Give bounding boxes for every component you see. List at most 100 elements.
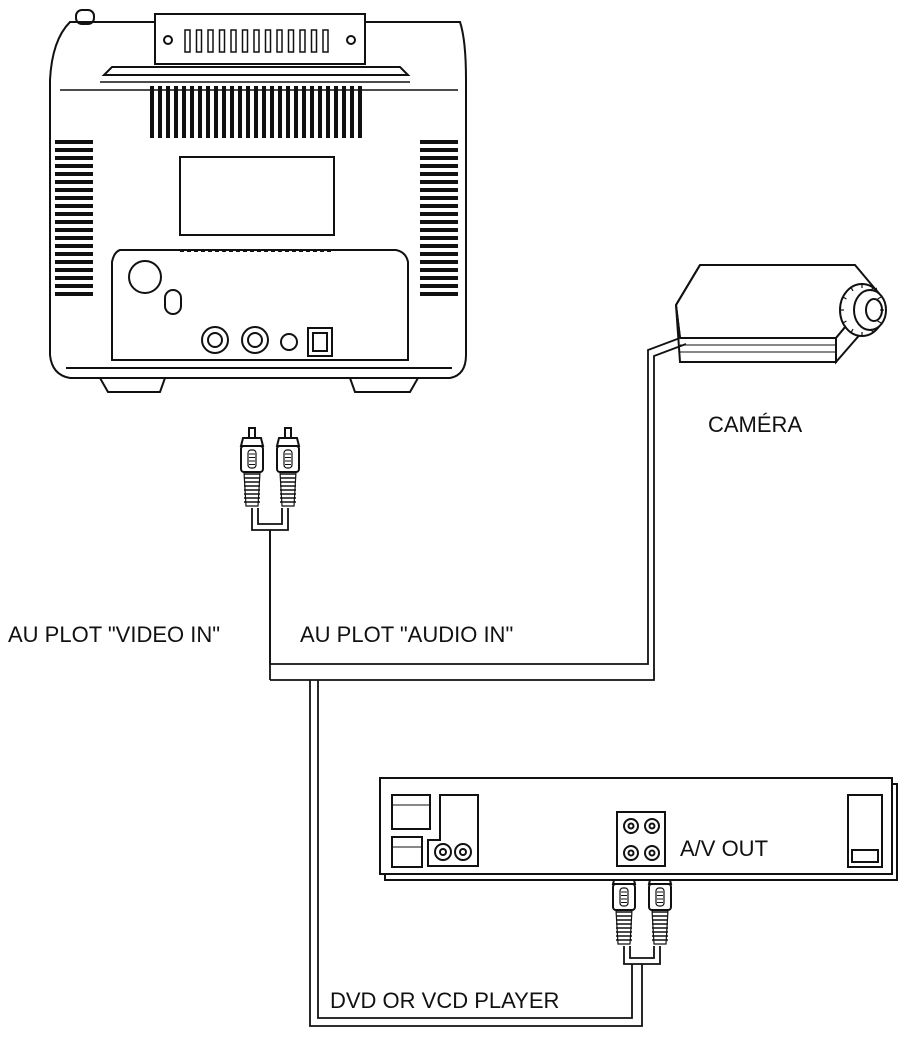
rca-plug	[239, 427, 265, 507]
vent-slot	[206, 86, 210, 138]
vent-slot	[420, 164, 458, 168]
vent-slot	[222, 86, 226, 138]
dvd-player-illustration	[379, 777, 898, 881]
vent-slot	[55, 260, 93, 264]
vent-slot	[55, 244, 93, 248]
vent-slot	[318, 86, 322, 138]
vent-slot	[420, 220, 458, 224]
vent-slot	[55, 204, 93, 208]
camera-illustration	[674, 264, 887, 365]
handle-slot	[322, 29, 329, 53]
handle-slot	[299, 29, 306, 53]
vent-slot	[350, 86, 354, 138]
lens-ridge	[842, 320, 847, 324]
vent-slot	[190, 86, 194, 138]
vent-slot	[358, 86, 362, 138]
vent-slot	[55, 148, 93, 152]
vent-slot	[420, 172, 458, 176]
vent-slot	[174, 86, 178, 138]
vent-slot	[166, 86, 170, 138]
lens-ridge	[850, 287, 854, 292]
av-out-label: A/V OUT	[680, 836, 769, 861]
vent-slot	[55, 212, 93, 216]
vent-slot	[55, 196, 93, 200]
vent-slot	[294, 86, 298, 138]
vent-slot	[198, 86, 202, 138]
handle-slot	[276, 29, 283, 53]
vent-slot	[55, 228, 93, 232]
handle-slot	[287, 29, 295, 53]
vent-slot	[254, 86, 258, 138]
vent-slot	[326, 86, 330, 138]
vent-slot	[420, 268, 458, 272]
rca-plug	[647, 865, 673, 945]
handle-slot	[184, 29, 191, 53]
vent-slot	[420, 204, 458, 208]
vent-slot	[278, 86, 282, 138]
vent-slot	[55, 284, 93, 288]
vent-slot	[55, 252, 93, 256]
vent-slot	[420, 292, 458, 296]
vent-slot	[55, 172, 93, 176]
vent-slot	[55, 236, 93, 240]
vent-slot	[334, 86, 338, 138]
vent-slot	[182, 86, 186, 138]
handle-slot	[218, 29, 226, 53]
vent-slot	[420, 196, 458, 200]
vent-slot	[55, 156, 93, 160]
vent-slot	[310, 86, 314, 138]
vent-slot	[420, 140, 458, 144]
top-vents	[150, 86, 362, 138]
right-vents	[420, 140, 458, 296]
lens-ridge	[870, 287, 874, 292]
handle-slot	[195, 29, 203, 53]
audio-in-label: AU PLOT "AUDIO IN"	[300, 622, 514, 647]
handle-slot	[310, 29, 318, 53]
vent-slot	[420, 236, 458, 240]
vent-slot	[55, 220, 93, 224]
tv-rca-plugs	[239, 427, 301, 507]
handle-slot	[241, 29, 249, 53]
tv-plug-split-cable	[251, 508, 289, 680]
camera-label: CAMÉRA	[708, 412, 803, 437]
handle-slot	[207, 29, 214, 53]
vent-slot	[420, 284, 458, 288]
vent-slot	[420, 252, 458, 256]
vent-slot	[150, 86, 154, 138]
vent-slot	[420, 156, 458, 160]
vent-slot	[270, 86, 274, 138]
vent-slot	[55, 140, 93, 144]
left-vents	[55, 140, 93, 296]
vent-slot	[55, 188, 93, 192]
vent-slot	[55, 180, 93, 184]
vent-slot	[420, 260, 458, 264]
vent-slot	[420, 188, 458, 192]
vent-slot	[420, 244, 458, 248]
vent-slot	[302, 86, 306, 138]
handle-slot	[253, 29, 260, 53]
vent-slot	[158, 86, 162, 138]
lens-ridge	[842, 296, 847, 300]
vent-slot	[420, 228, 458, 232]
vent-slot	[262, 86, 266, 138]
vent-slot	[420, 212, 458, 216]
lens-ridge	[850, 328, 854, 333]
handle-slot	[230, 29, 237, 53]
vent-slot	[286, 86, 290, 138]
vent-slot	[214, 86, 218, 138]
player-label: DVD OR VCD PLAYER	[330, 988, 560, 1013]
lens-ridge	[870, 328, 874, 333]
lens-ridge	[877, 296, 882, 300]
vent-slot	[230, 86, 234, 138]
video-in-label: AU PLOT "VIDEO IN"	[8, 622, 221, 647]
vent-slot	[55, 276, 93, 280]
vent-slot	[420, 148, 458, 152]
vent-slot	[246, 86, 250, 138]
player-rca-plugs	[611, 865, 673, 945]
handle-slot	[264, 29, 272, 53]
rca-plug	[275, 427, 301, 507]
lens-ridges	[840, 284, 884, 336]
tv-rear-illustration	[49, 9, 467, 393]
vent-slot	[420, 180, 458, 184]
